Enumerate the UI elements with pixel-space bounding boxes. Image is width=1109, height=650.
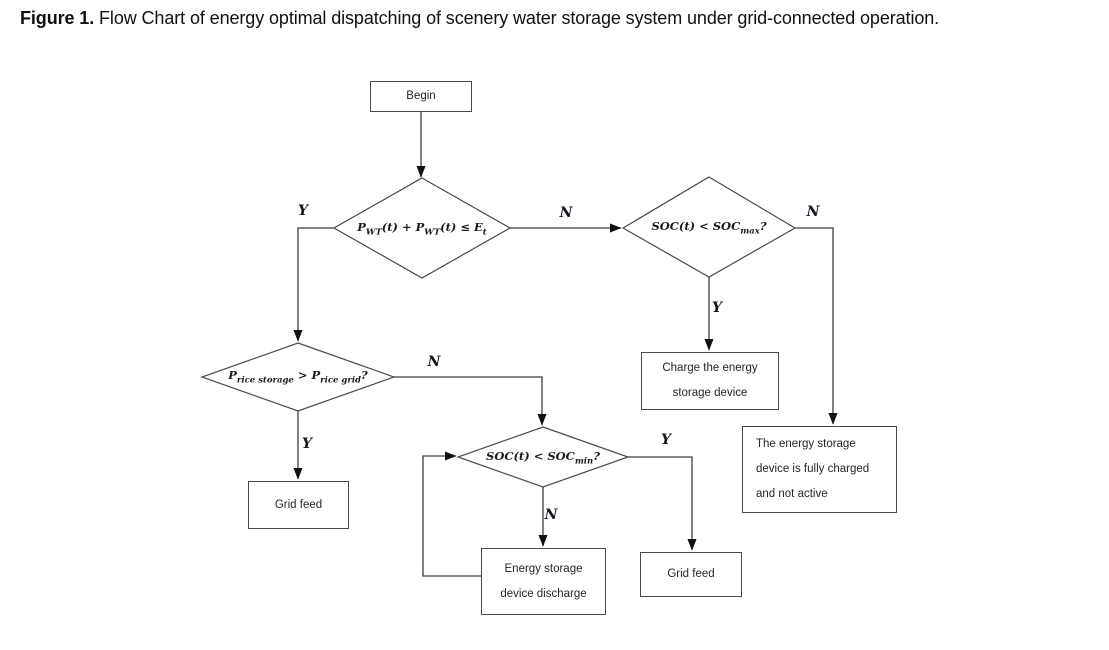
charge-line-1: Charge the energy: [662, 362, 758, 374]
branch-label-soc-min-yes: Y: [661, 432, 671, 448]
price-sub2: rice grid: [320, 375, 362, 386]
discharge-line-1: Energy storage: [504, 562, 583, 575]
branch-label-soc-max-yes: Y: [712, 300, 722, 316]
begin-node: Begin: [370, 81, 472, 112]
branch-label-price-yes: Y: [302, 436, 312, 452]
fully-charged-line-2: device is fully charged: [756, 463, 870, 475]
soc-min-pre: SOC(t) < SOC: [486, 449, 575, 463]
begin-label: Begin: [406, 90, 436, 102]
soc-min-post: ?: [593, 449, 600, 463]
power-mid2: (t) ≤: [440, 220, 475, 234]
branch-label-soc-min-no: N: [544, 507, 558, 523]
soc-min-sub: min: [574, 456, 594, 467]
edge-soc-min-yes-to-grid-feed-right: [628, 456, 697, 551]
soc-max-sub: max: [740, 226, 760, 237]
grid-feed-right-label: Grid feed: [667, 568, 715, 580]
branch-label-power-no: N: [559, 205, 573, 221]
power-sub3: t: [482, 227, 487, 238]
power-var3: E: [474, 220, 483, 234]
figure-caption: Figure 1. Flow Chart of energy optimal d…: [20, 8, 1100, 29]
edge-price-no-to-soc-min: [394, 376, 547, 426]
price-var2: P: [311, 368, 321, 382]
grid-feed-left-node: Grid feed: [248, 481, 349, 529]
edge-power-yes-to-price-check: [293, 227, 334, 342]
discharge-line-2: device discharge: [500, 587, 587, 600]
power-mid1: (t) +: [381, 220, 416, 234]
price-var1: P: [228, 368, 237, 382]
figure-title: Flow Chart of energy optimal dispatching…: [94, 8, 940, 28]
grid-feed-left-label: Grid feed: [274, 498, 323, 511]
price-sub1: rice storage: [236, 375, 294, 386]
power-sub2: WT: [424, 227, 441, 238]
decision-soc-max-label: SOC(t) < SOCmax?: [623, 219, 795, 237]
decision-price-label: Price storage > Price grid?: [202, 368, 394, 386]
fully-charged-node: The energy storage device is fully charg…: [742, 426, 897, 513]
fully-charged-line-1: The energy storage: [756, 438, 856, 450]
decision-soc-min-label: SOC(t) < SOCmin?: [458, 449, 628, 467]
soc-max-post: ?: [759, 219, 767, 233]
branch-label-power-yes: Y: [298, 203, 308, 219]
grid-feed-right-node: Grid feed: [640, 552, 742, 597]
charge-line-2: storage device: [672, 387, 748, 399]
price-post: ?: [361, 368, 368, 382]
fully-charged-line-3: and not active: [756, 488, 828, 500]
power-var2: P: [415, 220, 425, 234]
price-mid: >: [293, 368, 312, 382]
soc-max-pre: SOC(t) < SOC: [651, 219, 741, 233]
charge-storage-node: Charge the energy storage device: [641, 352, 779, 410]
power-var1: P: [357, 220, 366, 234]
figure-number: Figure 1.: [20, 8, 95, 28]
decision-power-balance-label: PWT(t) + PWT(t) ≤ Et: [334, 220, 510, 238]
edge-soc-max-no-to-fully-charged: [795, 227, 838, 425]
power-sub1: WT: [365, 227, 382, 238]
decision-power-balance-shape: [332, 177, 512, 279]
branch-label-price-no: N: [427, 354, 441, 370]
branch-label-soc-max-no: N: [806, 204, 820, 220]
edge-discharge-loop-to-soc-min: [422, 451, 481, 577]
discharge-node: Energy storage device discharge: [481, 548, 606, 615]
